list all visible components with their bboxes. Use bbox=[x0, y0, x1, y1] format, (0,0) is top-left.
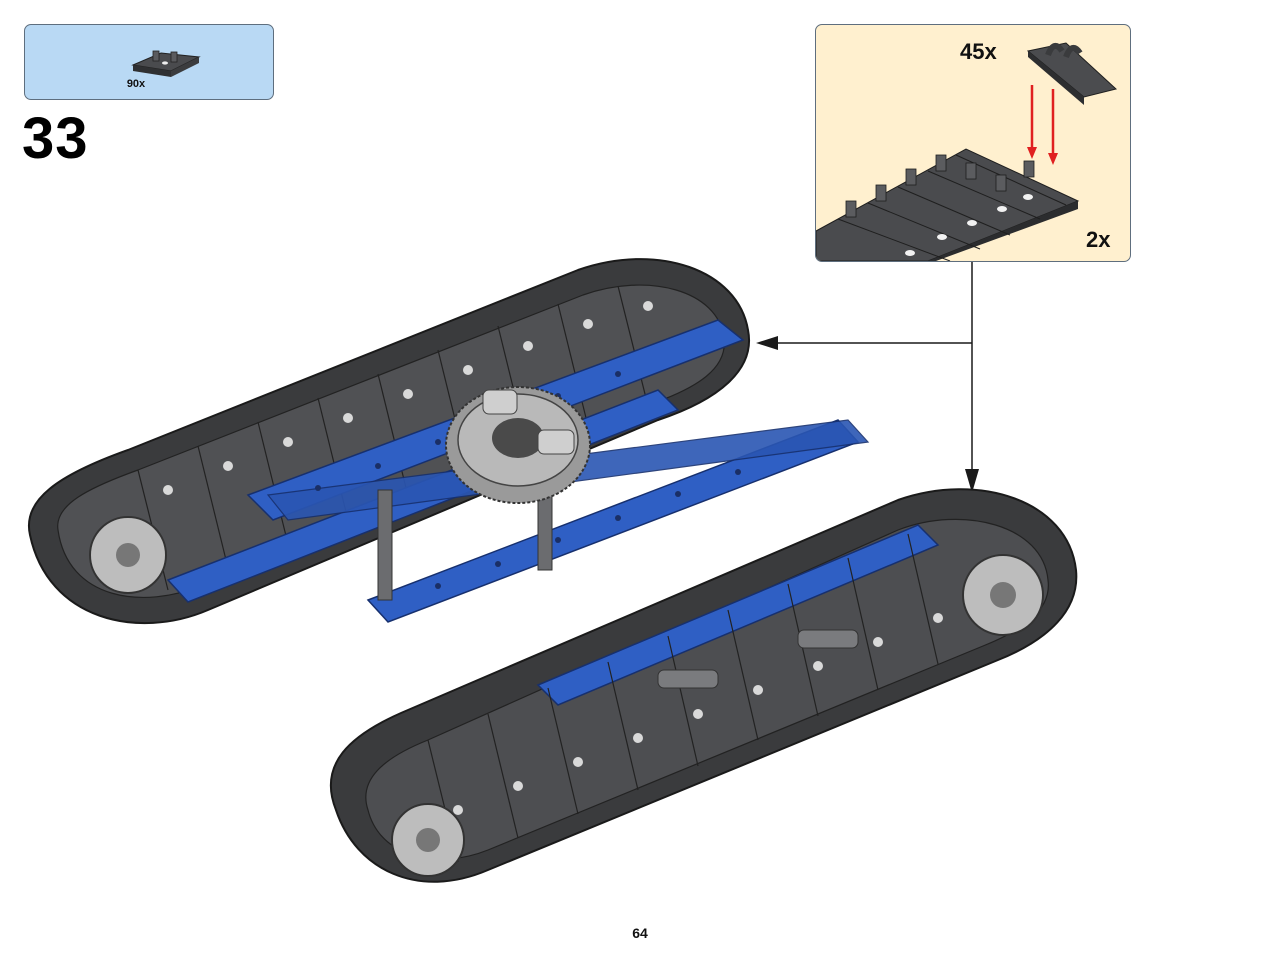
front-track bbox=[329, 488, 1078, 883]
callout-box: 45x 2x bbox=[815, 24, 1131, 262]
track-assembly-illustration bbox=[816, 42, 1118, 261]
crawler-undercarriage-illustration bbox=[27, 258, 1078, 883]
turntable-gear bbox=[445, 386, 591, 504]
callout-link-quantity: 45x bbox=[960, 39, 997, 64]
parts-list-box: 90x bbox=[24, 24, 274, 100]
single-track-link bbox=[1026, 42, 1118, 105]
step-number: 33 bbox=[22, 106, 89, 171]
arrow-to-rear-track bbox=[756, 336, 778, 350]
track-link-icon bbox=[131, 50, 201, 77]
callout-repeat-quantity: 2x bbox=[1086, 227, 1111, 252]
callout-leader-arrows bbox=[756, 262, 979, 493]
arrow-to-front-track bbox=[965, 469, 979, 493]
part-quantity: 90x bbox=[126, 78, 146, 90]
page-number: 64 bbox=[632, 925, 648, 941]
track-segment bbox=[816, 148, 1080, 261]
